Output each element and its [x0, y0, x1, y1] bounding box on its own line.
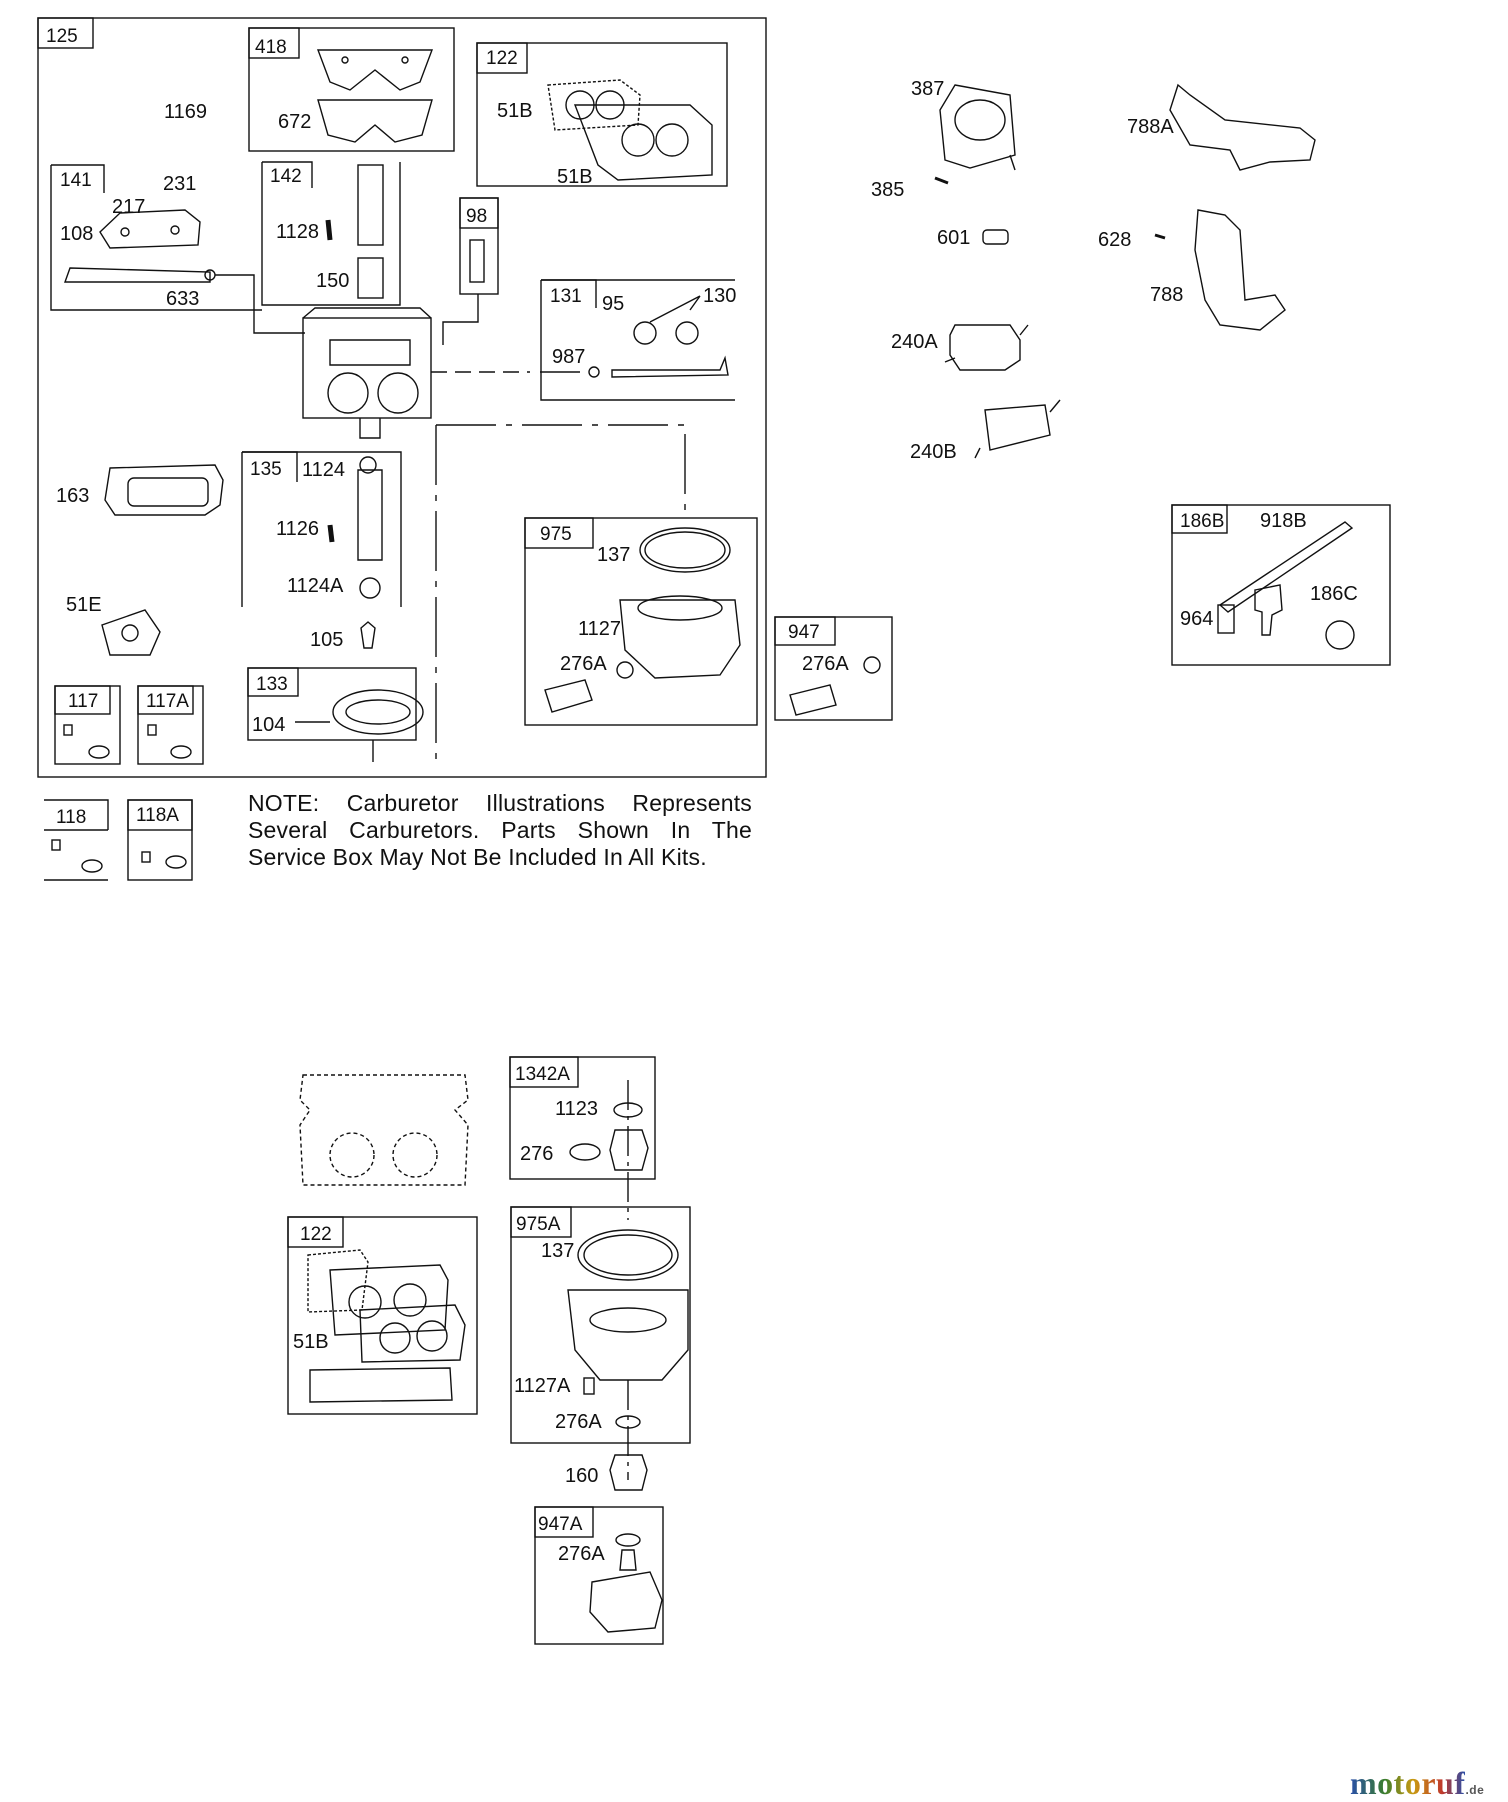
box-1342a: [509, 1056, 656, 1180]
carburetor-note: NOTE: Carburetor Illustrations Represent…: [248, 790, 752, 871]
box-label-135: 135: [250, 459, 282, 480]
box-label-186b: 186B: [1180, 511, 1224, 532]
part-label: 51B: [497, 100, 533, 122]
part-label: 231: [163, 173, 196, 195]
part-label: 240A: [891, 331, 938, 353]
part-label: 1124A: [287, 575, 344, 597]
part-label: 601: [937, 227, 970, 249]
part-label: 276A: [555, 1411, 602, 1433]
box-label-141: 141: [60, 170, 92, 191]
box-label-118a: 118A: [136, 805, 179, 826]
part-label: 788A: [1127, 116, 1174, 138]
box-975: [524, 517, 758, 726]
brand-logo: motoruf.de: [1350, 1765, 1484, 1802]
box-label-975: 975: [540, 524, 572, 545]
part-label: 150: [316, 270, 349, 292]
note-line: NOTE: Carburetor Illustrations Represent…: [248, 790, 752, 816]
box-975a: [510, 1206, 691, 1444]
brand-name: motoruf: [1350, 1765, 1466, 1801]
part-label: 163: [56, 485, 89, 507]
part-label: 240B: [910, 441, 957, 463]
box-label-975a: 975A: [516, 1214, 561, 1235]
carburetor-body: [302, 307, 432, 439]
part-label: 1127A: [514, 1375, 571, 1397]
box-label-125: 125: [46, 26, 78, 47]
part-label: 276: [520, 1143, 553, 1165]
part-label: 105: [310, 629, 343, 651]
box-118: [44, 799, 109, 881]
part-label: 137: [541, 1240, 574, 1262]
box-label-947: 947: [788, 622, 820, 643]
part-label: 51E: [66, 594, 102, 616]
box-142: [261, 162, 401, 306]
part-label: 186C: [1310, 583, 1358, 605]
part-label: 95: [602, 293, 624, 315]
part-label: 918B: [1260, 510, 1307, 532]
box-122-bottom: [287, 1216, 478, 1415]
box-label-1342a: 1342A: [515, 1064, 570, 1085]
part-label: 1126: [276, 518, 319, 540]
box-label-122-bottom: 122: [300, 1224, 332, 1245]
box-label-98: 98: [466, 206, 487, 227]
carburetor-outline: [299, 1074, 469, 1186]
part-label: 51B: [293, 1331, 329, 1353]
part-label: 160: [565, 1465, 598, 1487]
part-label: 1124: [302, 459, 345, 481]
note-line: Several Carburetors. Parts Shown In The: [248, 817, 752, 843]
box-label-947a: 947A: [538, 1514, 583, 1535]
part-label: 1127: [578, 618, 621, 640]
box-186b: [1171, 504, 1391, 666]
box-141: [50, 165, 262, 311]
part-label: 788: [1150, 284, 1183, 306]
part-label: 276A: [558, 1543, 605, 1565]
box-label-122: 122: [486, 48, 518, 69]
box-133: [247, 667, 417, 741]
box-label-142: 142: [270, 166, 302, 187]
part-label: 1169: [164, 101, 207, 123]
part-label: 1128: [276, 221, 319, 243]
part-label: 51B: [557, 166, 593, 188]
part-label: 276A: [802, 653, 849, 675]
brand-suffix: .de: [1465, 1783, 1485, 1797]
part-label: 104: [252, 714, 285, 736]
box-label-418: 418: [255, 37, 287, 58]
box-418: [248, 27, 455, 152]
box-947a: [534, 1506, 664, 1645]
box-label-117: 117: [68, 691, 98, 712]
part-label: 108: [60, 223, 93, 245]
note-line: Service Box May Not Be Included In All K…: [248, 844, 707, 870]
part-label: 385: [871, 179, 904, 201]
box-label-118: 118: [56, 807, 86, 828]
fuel-pump-387: [939, 84, 1016, 171]
box-label-131: 131: [550, 286, 582, 307]
part-label: 130: [703, 285, 736, 307]
part-label: 1123: [555, 1098, 598, 1120]
box-125: [37, 17, 767, 778]
box-131: [540, 280, 735, 401]
part-label: 964: [1180, 608, 1213, 630]
part-label: 672: [278, 111, 311, 133]
part-label: 633: [166, 288, 199, 310]
part-label: 987: [552, 346, 585, 368]
box-label-133: 133: [256, 674, 288, 695]
part-label: 137: [597, 544, 630, 566]
part-label: 217: [112, 196, 145, 218]
part-label: 276A: [560, 653, 607, 675]
box-122-top: [476, 42, 728, 187]
box-label-117a: 117A: [146, 691, 189, 712]
part-label: 387: [911, 78, 944, 100]
part-label: 628: [1098, 229, 1131, 251]
